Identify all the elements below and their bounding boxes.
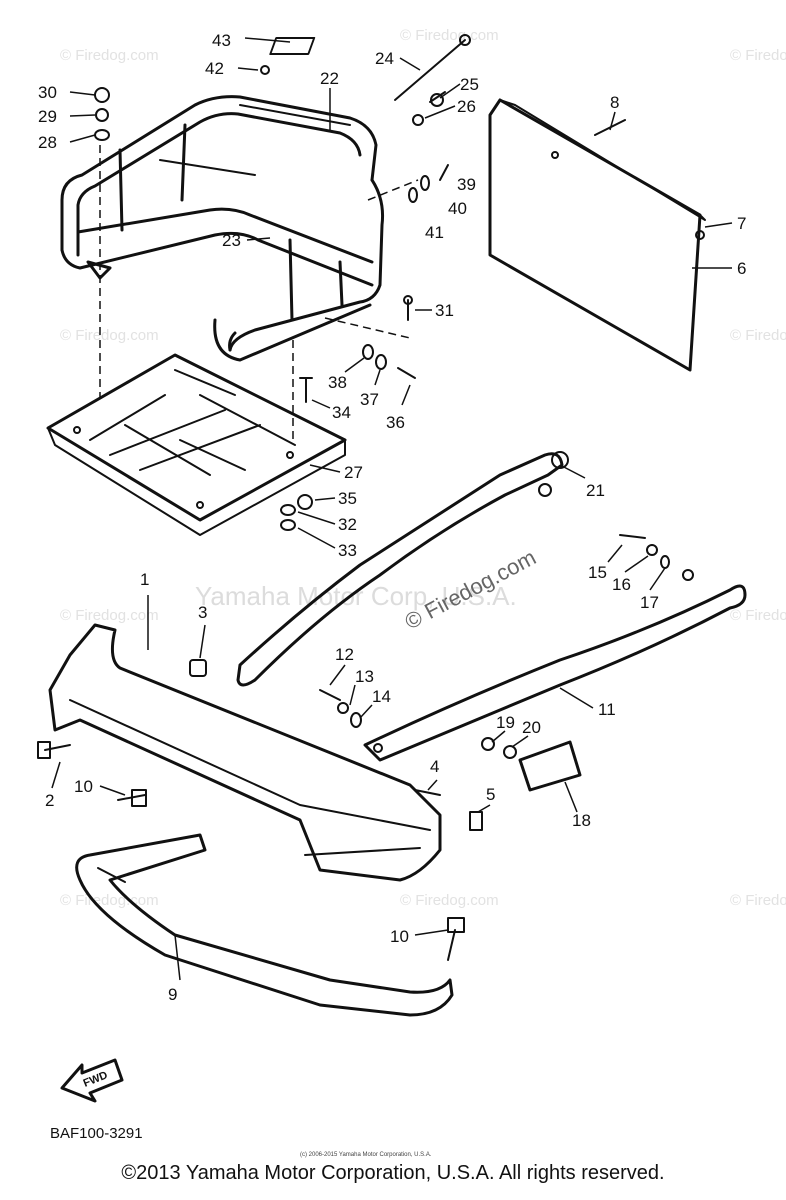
callout-11: 11: [598, 700, 616, 719]
figure-code: BAF100-3291: [50, 1125, 143, 1142]
callout-24: 24: [375, 49, 394, 68]
rear-rack: [60, 95, 384, 362]
callout-35: 35: [338, 489, 357, 508]
callout-15: 15: [588, 563, 607, 582]
callout-41: 41: [425, 223, 444, 242]
callout-14: 14: [372, 687, 391, 706]
callout-40: 40: [448, 199, 467, 218]
leader-lines: [51, 37, 733, 981]
callout-39: 39: [457, 175, 476, 194]
callout-43: 43: [212, 31, 231, 50]
callout-26: 26: [457, 97, 476, 116]
callout-9: 9: [168, 985, 177, 1004]
callout-10-lower: 10: [390, 927, 409, 946]
callout-8: 8: [610, 93, 619, 112]
callout-37: 37: [360, 390, 379, 409]
watermark-firedog: © Firedog.com: [60, 47, 159, 64]
callout-34: 34: [332, 403, 351, 422]
callout-1: 1: [140, 570, 149, 589]
callout-12: 12: [335, 645, 354, 664]
copyright-footer: ©2013 Yamaha Motor Corporation, U.S.A. A…: [121, 1162, 665, 1184]
watermark-firedog: © Firedog.com: [60, 607, 159, 624]
callout-20: 20: [522, 718, 541, 737]
callout-13: 13: [355, 667, 374, 686]
number-plate: [488, 98, 706, 372]
callout-36: 36: [386, 413, 405, 432]
callout-30: 30: [38, 83, 57, 102]
assembly-lines: [99, 145, 419, 440]
grab-bar-11: [363, 584, 747, 762]
callout-25: 25: [460, 75, 479, 94]
callout-21: 21: [586, 481, 605, 500]
watermarks: © Firedog.com © Firedog.com © Firedog.co…: [60, 27, 786, 909]
small-copyright: (c) 2006-2015 Yamaha Motor Corporation, …: [300, 1152, 432, 1158]
watermark-firedog: © Firedog.com: [730, 607, 786, 624]
watermark-firedog: © Firedog.com: [400, 892, 499, 909]
callout-7: 7: [737, 214, 746, 233]
callout-22: 22: [320, 69, 339, 88]
fwd-arrow: FWD: [60, 1058, 124, 1103]
callout-32: 32: [338, 515, 357, 534]
callouts: 43 42 30 29 28 22 24 25 26 8 39 40 41 7 …: [38, 31, 746, 1004]
fasteners: [37, 34, 694, 961]
watermark-firedog: © Firedog.com: [400, 27, 499, 44]
callout-6: 6: [737, 259, 746, 278]
callout-18: 18: [572, 811, 591, 830]
watermark-firedog: © Firedog.com: [730, 327, 786, 344]
front-bumper: [48, 623, 442, 882]
callout-42: 42: [205, 59, 224, 78]
callout-38: 38: [328, 373, 347, 392]
callout-2: 2: [45, 791, 54, 810]
watermark-firedog: © Firedog.com: [730, 892, 786, 909]
callout-27: 27: [344, 463, 363, 482]
callout-17: 17: [640, 593, 659, 612]
callout-10-upper: 10: [74, 777, 93, 796]
carrier-plate: [46, 353, 347, 536]
watermark-firedog: © Firedog.com: [60, 892, 159, 909]
callout-3: 3: [198, 603, 207, 622]
stay-21: [236, 451, 569, 687]
callout-5: 5: [486, 785, 495, 804]
callout-16: 16: [612, 575, 631, 594]
callout-33: 33: [338, 541, 357, 560]
bumper-guard: [75, 833, 454, 1017]
watermark-firedog: © Firedog.com: [60, 327, 159, 344]
callout-23: 23: [222, 231, 241, 250]
watermark-yamaha: Yamaha Motor Corp, U.S.A.: [195, 581, 517, 611]
callout-31: 31: [435, 301, 454, 320]
callout-29: 29: [38, 107, 57, 126]
callout-19: 19: [496, 713, 515, 732]
callout-4: 4: [430, 757, 439, 776]
parts-diagram: © Firedog.com © Firedog.com © Firedog.co…: [37, 27, 786, 1158]
callout-28: 28: [38, 133, 57, 152]
watermark-firedog: © Firedog.com: [730, 47, 786, 64]
